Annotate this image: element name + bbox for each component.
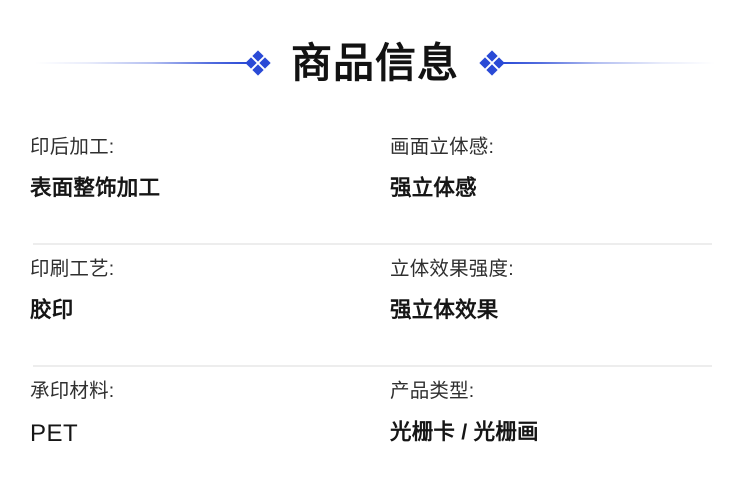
header-rule-right <box>503 62 715 64</box>
spec-label: 承印材料: <box>30 380 115 402</box>
spec-row: 印刷工艺: 胶印 立体效果强度: 强立体效果 <box>0 245 750 367</box>
spec-row: 承印材料: PET 产品类型: 光栅卡 / 光栅画 <box>0 367 750 489</box>
spec-value: 光栅卡 / 光栅画 <box>390 420 539 445</box>
spec-item-image-depth: 画面立体感: 强立体感 <box>345 123 750 245</box>
spec-value: 表面整饰加工 <box>30 176 161 201</box>
diamond-cluster-icon-left <box>245 50 271 76</box>
spec-list: 印后加工: 表面整饰加工 画面立体感: 强立体感 印刷工艺: 胶印 立体效果强度… <box>0 123 750 489</box>
spec-label: 产品类型: <box>390 380 475 402</box>
spec-item-3d-strength: 立体效果强度: 强立体效果 <box>345 245 750 367</box>
spec-label: 印后加工: <box>30 136 115 158</box>
spec-label: 印刷工艺: <box>30 258 115 280</box>
spec-row: 印后加工: 表面整饰加工 画面立体感: 强立体感 <box>0 123 750 245</box>
header-rule-left <box>35 62 247 64</box>
spec-value: 胶印 <box>30 298 74 323</box>
section-header: 商品信息 <box>0 34 750 92</box>
spec-item-product-type: 产品类型: 光栅卡 / 光栅画 <box>345 367 750 489</box>
spec-value: 强立体效果 <box>390 298 499 323</box>
spec-value: PET <box>30 420 79 448</box>
spec-item-substrate-material: 承印材料: PET <box>0 367 345 489</box>
spec-label: 立体效果强度: <box>390 258 514 280</box>
spec-item-post-press: 印后加工: 表面整饰加工 <box>0 123 345 245</box>
diamond-cluster-icon-right <box>479 50 505 76</box>
spec-item-printing-process: 印刷工艺: 胶印 <box>0 245 345 367</box>
spec-label: 画面立体感: <box>390 136 495 158</box>
page-title: 商品信息 <box>291 39 459 86</box>
spec-value: 强立体感 <box>390 176 477 201</box>
